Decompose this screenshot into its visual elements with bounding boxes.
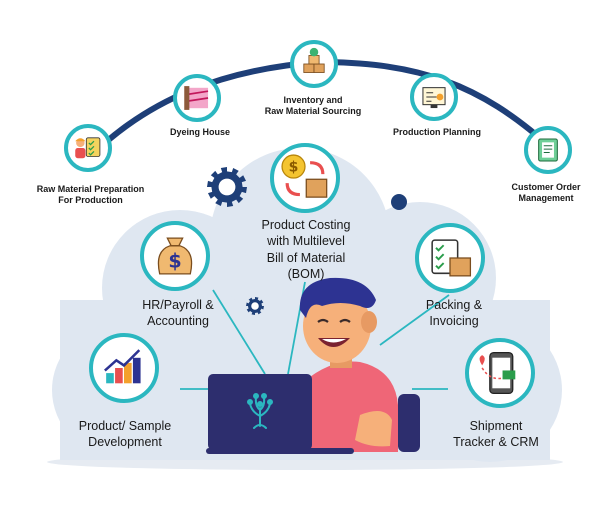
module-packing-circle — [415, 223, 485, 293]
phone-tracking-icon — [479, 351, 516, 395]
stacked-boxes-icon — [303, 47, 325, 73]
step-raw-circle — [64, 124, 112, 172]
step-order-circle — [524, 126, 572, 174]
gear-icon — [246, 297, 264, 315]
step-inv-circle — [290, 40, 338, 88]
module-label-packing-invoicing: Packing & Invoicing — [425, 298, 483, 329]
decorative-dot — [391, 194, 407, 210]
module-label-shipment-tracker: Shipment Tracker & CRM — [453, 419, 539, 450]
coin-cycle-icon: $ — [281, 154, 328, 198]
laptop — [206, 374, 354, 454]
module-label-product-costing: Product Costing with Multilevel Bill of … — [261, 218, 351, 281]
fabric-roll-icon — [184, 86, 209, 110]
step-label-dyeing-house: Dyeing House — [169, 127, 230, 137]
planning-board-icon — [422, 87, 446, 109]
packing-clipboard-icon — [431, 239, 472, 277]
order-clipboard-icon — [538, 138, 558, 162]
step-label-production-planning: Production Planning — [393, 127, 481, 137]
growth-chart-icon — [104, 349, 141, 384]
money-bag-icon: $ — [157, 237, 193, 275]
module-hr-circle: $ — [140, 221, 210, 291]
step-plan-circle — [410, 73, 458, 121]
module-label-hr-payroll: HR/Payroll & Accounting — [142, 298, 214, 329]
svg-text:$: $ — [289, 160, 299, 176]
svg-text:$: $ — [168, 249, 181, 272]
step-label-raw-material: Raw Material Preparation For Production — [36, 184, 145, 206]
step-dye-circle — [173, 74, 221, 122]
module-shipment-circle — [465, 338, 535, 408]
step-label-inventory: Inventory and Raw Material Sourcing — [264, 95, 362, 117]
module-costing-circle: $ — [270, 143, 340, 213]
module-sample-circle — [89, 333, 159, 403]
worker-checklist-icon — [75, 137, 101, 159]
step-label-customer-order: Customer Order Management — [511, 182, 581, 204]
module-label-product-sample: Product/ Sample Development — [78, 419, 172, 450]
tree-logo-icon — [247, 393, 273, 429]
gear-icon — [207, 167, 247, 207]
person-illustration — [299, 277, 420, 452]
